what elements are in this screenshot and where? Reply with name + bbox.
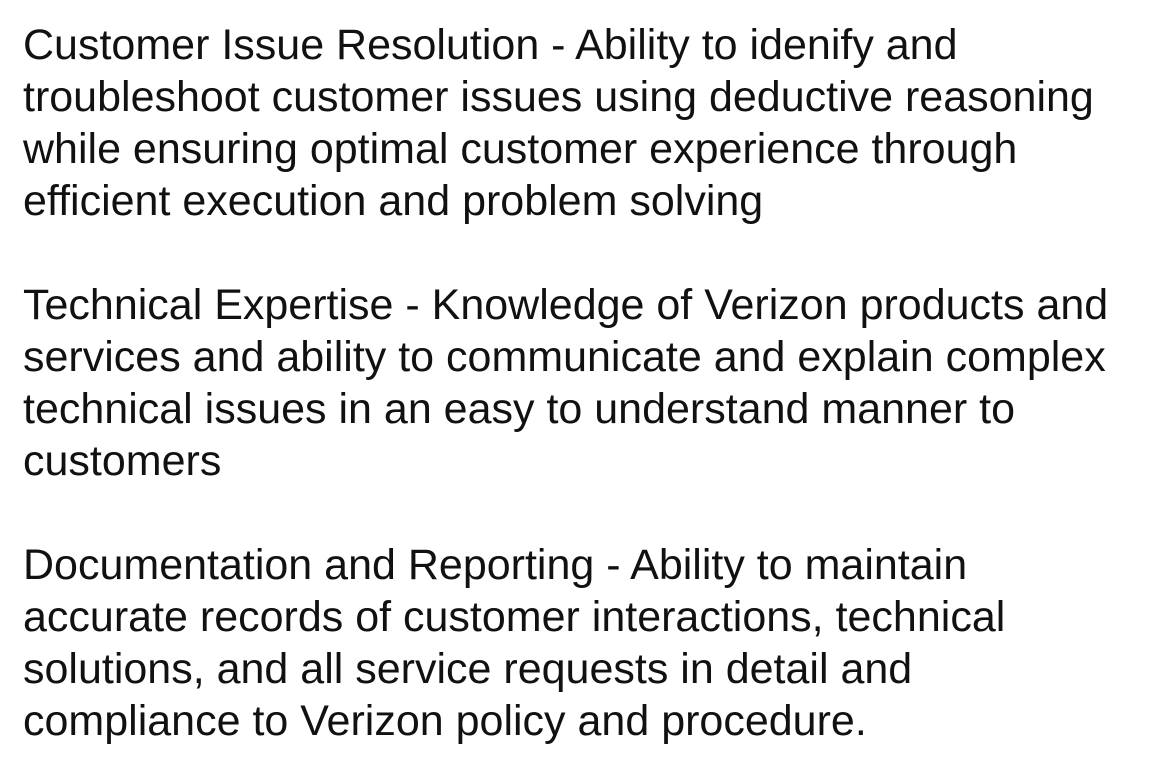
text-line: solutions, and all service requests in d… bbox=[23, 645, 913, 693]
document-body: Customer Issue Resolution - Ability to i… bbox=[23, 19, 1163, 747]
text-line: services and ability to communicate and … bbox=[23, 333, 1106, 381]
text-line: Documentation and Reporting - Ability to… bbox=[23, 541, 968, 589]
text-line: Technical Expertise - Knowledge of Veriz… bbox=[23, 281, 1109, 329]
text-line: accurate records of customer interaction… bbox=[23, 593, 1006, 641]
text-line: customers bbox=[23, 437, 222, 485]
text-line: technical issues in an easy to understan… bbox=[23, 385, 1015, 433]
text-line: efficient execution and problem solving bbox=[23, 177, 764, 225]
text-line: Customer Issue Resolution - Ability to i… bbox=[23, 21, 958, 69]
skill-customer-issue-resolution: Customer Issue Resolution - Ability to i… bbox=[23, 19, 1163, 227]
skill-documentation-and-reporting: Documentation and Reporting - Ability to… bbox=[23, 539, 1163, 747]
text-line: while ensuring optimal customer experien… bbox=[23, 125, 1018, 173]
text-line: compliance to Verizon policy and procedu… bbox=[23, 697, 867, 745]
skill-technical-expertise: Technical Expertise - Knowledge of Veriz… bbox=[23, 279, 1163, 487]
text-line: troubleshoot customer issues using deduc… bbox=[23, 73, 1094, 121]
